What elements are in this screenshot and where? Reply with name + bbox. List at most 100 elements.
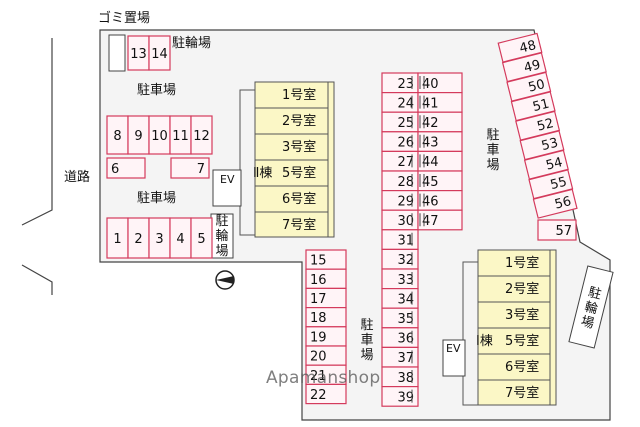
parking-space: 13	[127, 35, 150, 71]
parking-space: 36	[381, 327, 419, 348]
space-number: 7	[197, 162, 205, 177]
parking-space: 24	[381, 91, 419, 113]
parking-space: 14	[148, 35, 171, 71]
parking-space: 42	[417, 111, 463, 133]
parking-space: 3	[148, 217, 171, 259]
parking-space: 41	[417, 91, 463, 113]
space-number: 1	[113, 232, 121, 247]
space-number: 3	[155, 232, 163, 247]
parking-space: 15	[305, 249, 347, 270]
parking-space: 9	[127, 115, 150, 155]
parking-space: 29	[381, 190, 419, 211]
space-number: 32	[397, 253, 414, 268]
parking-label-right: 駐車場	[486, 128, 500, 173]
parking-space: 18	[305, 307, 347, 328]
space-number: 29	[397, 194, 414, 209]
space-number: 26	[397, 136, 414, 151]
parking-space: 12	[190, 115, 213, 155]
space-number: 25	[397, 116, 414, 131]
garbage-box	[108, 34, 126, 72]
garbage-label: ゴミ置場	[98, 11, 151, 26]
space-number: 10	[151, 129, 168, 144]
space-number: 52	[536, 116, 556, 135]
space-number: 47	[422, 214, 439, 229]
parking-space: 37	[381, 346, 419, 368]
space-number: 18	[310, 311, 327, 326]
parking-label-top: 駐車場	[137, 83, 177, 98]
space-number: 37	[397, 351, 414, 366]
space-number: 28	[397, 175, 414, 190]
space-number: 54	[544, 155, 564, 174]
space-number: 50	[527, 77, 547, 96]
road-label: 道路	[64, 170, 91, 185]
parking-space: 40	[417, 72, 463, 94]
space-number: 9	[134, 129, 142, 144]
bike-box-right	[568, 265, 614, 349]
parking-space: 6	[106, 157, 146, 179]
parking-space: 54	[523, 149, 569, 180]
space-number: 35	[397, 312, 414, 327]
space-number: 44	[422, 155, 439, 170]
space-number: 4	[176, 232, 184, 247]
parking-space: 47	[417, 209, 463, 231]
parking-space: 19	[305, 326, 347, 347]
parking-space: 1	[106, 217, 129, 259]
space-number: 24	[397, 96, 414, 111]
parking-space: 56	[532, 188, 578, 219]
room-label: 2号室	[505, 282, 540, 297]
space-number: 38	[397, 371, 414, 386]
parking-space: 23	[381, 72, 419, 94]
parking-space: 16	[305, 268, 347, 290]
space-number: 13	[130, 47, 147, 62]
space-number: 16	[310, 273, 327, 288]
space-number: 42	[422, 116, 439, 131]
road-edge	[21, 38, 53, 226]
room-label: 7号室	[505, 386, 540, 401]
space-number: 45	[422, 175, 439, 190]
parking-label-center: 駐車場	[360, 318, 374, 363]
space-number: 33	[397, 273, 414, 288]
ev-box-ii	[212, 169, 242, 207]
space-number: 23	[397, 77, 414, 92]
space-number: 56	[553, 194, 573, 213]
space-number: 34	[397, 292, 414, 307]
space-number: 14	[151, 47, 168, 62]
room-label: 7号室	[282, 218, 317, 233]
space-number: 51	[531, 97, 551, 116]
parking-space: 43	[417, 131, 463, 153]
space-number: 36	[397, 332, 414, 347]
space-number: 6	[111, 162, 119, 177]
bike-label-top: 駐輪場	[172, 36, 212, 51]
parking-space: 27	[381, 150, 419, 172]
space-number: 27	[397, 155, 414, 170]
parking-space: 33	[381, 268, 419, 290]
room-label: 1号室	[505, 256, 540, 271]
parking-space: 31	[381, 229, 419, 251]
room-label: 6号室	[282, 192, 317, 207]
space-number: 22	[310, 388, 327, 403]
parking-space: 8	[106, 115, 129, 155]
room-label: 3号室	[282, 140, 317, 155]
building-i-label: Ⅰ棟	[476, 334, 493, 349]
space-number: 15	[310, 254, 327, 269]
parking-space: 50	[506, 71, 552, 102]
parking-space: 22	[305, 383, 347, 405]
space-number: 41	[422, 96, 439, 111]
space-number: 12	[193, 129, 210, 144]
parking-space: 57	[537, 219, 577, 241]
parking-space: 30	[381, 209, 419, 231]
parking-space: 39	[381, 386, 419, 407]
space-number: 17	[310, 292, 327, 307]
parking-space: 52	[515, 110, 561, 141]
parking-space: 5	[190, 217, 213, 259]
space-number: 43	[422, 136, 439, 151]
space-number: 53	[540, 136, 560, 155]
space-number: 2	[134, 232, 142, 247]
parking-space: 2	[127, 217, 150, 259]
room-label: 3号室	[505, 308, 540, 323]
space-number: 31	[397, 234, 414, 249]
parking-space: 55	[528, 169, 574, 200]
parking-space: 7	[170, 157, 210, 179]
parking-space: 25	[381, 111, 419, 133]
